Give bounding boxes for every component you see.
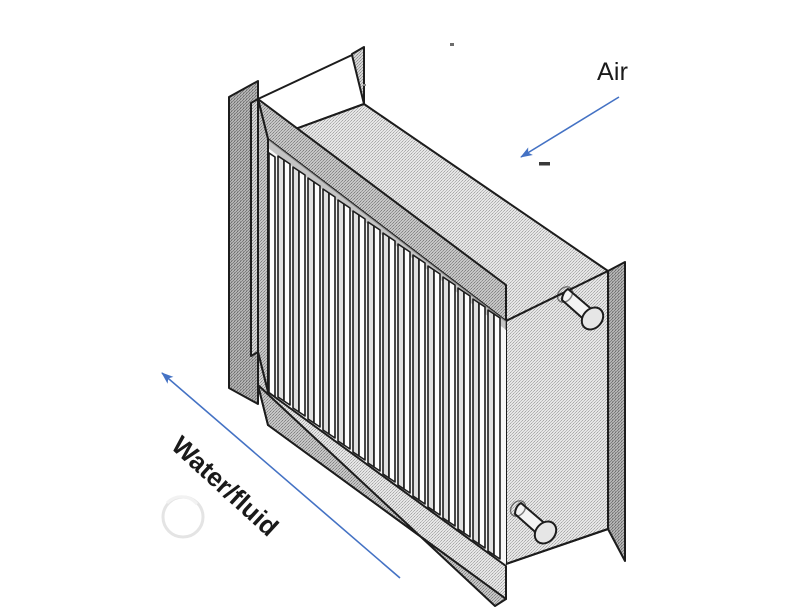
fin bbox=[397, 243, 411, 494]
fin bbox=[367, 221, 381, 472]
fin-pack bbox=[262, 148, 506, 566]
fin bbox=[472, 298, 486, 549]
frame-left-post bbox=[250, 98, 269, 393]
fin bbox=[412, 254, 426, 505]
fin bbox=[427, 265, 441, 516]
fin bbox=[382, 232, 396, 483]
fin bbox=[442, 276, 456, 527]
air-flow-arrow bbox=[520, 96, 620, 158]
fin bbox=[292, 166, 306, 417]
fin bbox=[322, 188, 336, 439]
fin bbox=[352, 210, 366, 461]
pipe-stub-lower bbox=[509, 500, 558, 545]
frame-bottom-bar bbox=[257, 351, 507, 607]
fin bbox=[487, 309, 501, 560]
fin bbox=[457, 287, 471, 538]
air-label: Air bbox=[597, 58, 629, 86]
scan-artifacts bbox=[161, 43, 550, 539]
fin bbox=[277, 155, 291, 406]
right-panel-bottom-edge bbox=[505, 528, 609, 565]
fin bbox=[307, 177, 321, 428]
water-flow-arrow bbox=[161, 372, 401, 579]
fin bbox=[337, 199, 351, 450]
right-flange-plate bbox=[607, 261, 626, 562]
pipe-stub-upper bbox=[556, 286, 605, 331]
